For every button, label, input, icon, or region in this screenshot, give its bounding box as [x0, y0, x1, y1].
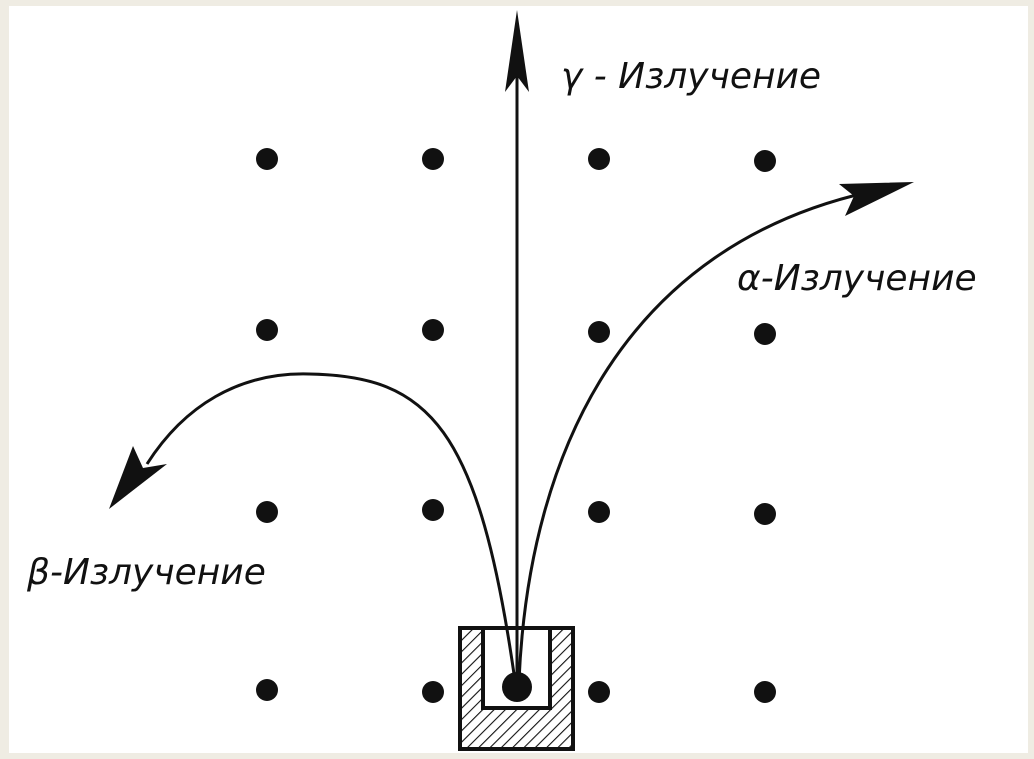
- field-dot: [754, 503, 776, 525]
- gamma-label: γ - Излучение: [561, 56, 821, 97]
- field-dot: [256, 679, 278, 701]
- field-dot: [422, 499, 444, 521]
- field-dot: [754, 681, 776, 703]
- gamma-ray-trajectory: [505, 10, 529, 681]
- beta-ray-trajectory: [109, 372, 517, 682]
- field-dot: [754, 323, 776, 345]
- radioactive-source-container: [458, 626, 575, 751]
- field-dot: [256, 148, 278, 170]
- radioactive-sample: [502, 672, 532, 702]
- field-dot: [754, 150, 776, 172]
- alpha-arrowhead: [839, 182, 914, 216]
- field-dot: [256, 319, 278, 341]
- alpha-label: α-Излучение: [737, 258, 977, 299]
- radiation-diagram: γ - Излучение α-Излучение β-Излучение: [26, 10, 977, 751]
- diagram-canvas: γ - Излучение α-Излучение β-Излучение: [9, 6, 1028, 753]
- field-dot: [588, 501, 610, 523]
- magnetic-field-dots: [256, 148, 776, 703]
- gamma-arrowhead: [505, 10, 529, 92]
- field-dot: [588, 148, 610, 170]
- field-dot: [422, 148, 444, 170]
- field-dot: [422, 319, 444, 341]
- field-dot: [588, 681, 610, 703]
- field-dot: [256, 501, 278, 523]
- field-dot: [422, 681, 444, 703]
- field-dot: [588, 321, 610, 343]
- beta-label: β-Излучение: [26, 552, 266, 593]
- beta-arrowhead: [109, 446, 167, 509]
- alpha-ray-trajectory: [517, 182, 914, 682]
